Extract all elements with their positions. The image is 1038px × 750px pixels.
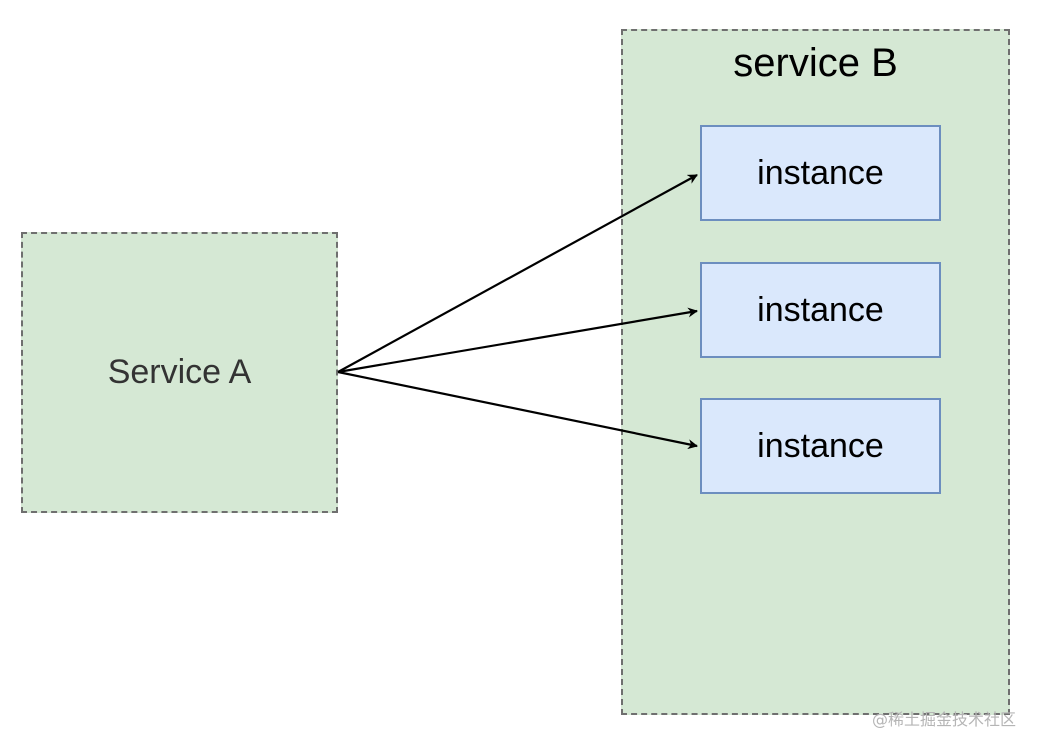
instance-label-1: instance [757,153,884,192]
service-a-box: Service A [21,232,338,513]
service-b-title: service B [733,41,898,85]
instance-box-1: instance [700,125,941,221]
instance-label-3: instance [757,426,884,465]
watermark-text: @稀土掘金技术社区 [871,710,1016,729]
service-a-label: Service A [107,353,252,391]
instance-label-2: instance [757,290,884,329]
instance-box-3: instance [700,398,941,494]
instance-box-2: instance [700,262,941,358]
